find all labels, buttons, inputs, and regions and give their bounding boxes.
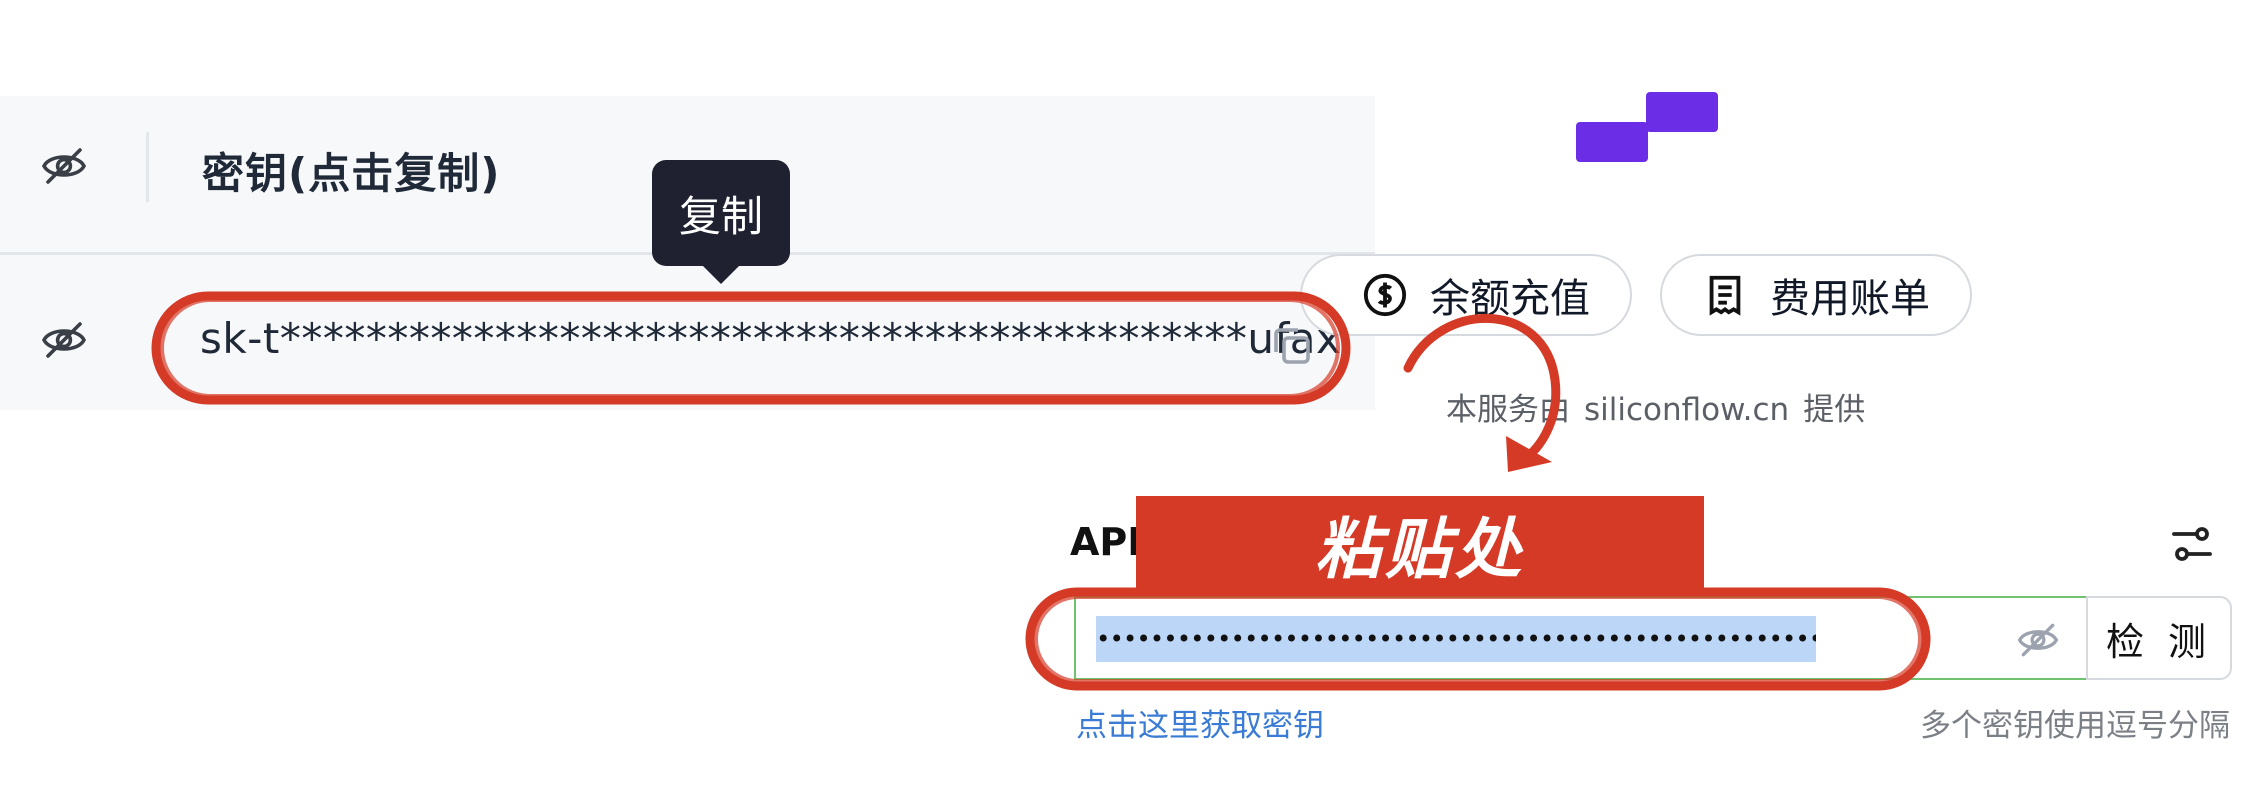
annotation-arrow-head: [1506, 436, 1552, 472]
get-key-link[interactable]: 点击这里获取密钥: [1076, 708, 1324, 744]
provider-domain: siliconflow.cn: [1584, 392, 1790, 428]
receipt-icon: [1709, 275, 1741, 316]
eye-off-icon[interactable]: [2016, 618, 2060, 662]
eye-off-icon[interactable]: [40, 316, 88, 364]
dollar-icon: [1363, 273, 1407, 317]
api-key-field-label: API: [1070, 520, 1142, 564]
recharge-label: 余额充值: [1430, 276, 1590, 322]
key-column-header: 密钥(点击复制): [202, 149, 501, 198]
recharge-button[interactable]: 余额充值: [1300, 254, 1632, 336]
copy-icon[interactable]: [1268, 322, 1316, 370]
multi-key-hint: 多个密钥使用逗号分隔: [1920, 708, 2230, 744]
api-key-input-wrapper: [1074, 596, 2086, 680]
provider-prefix: 本服务由: [1446, 392, 1570, 428]
billing-label: 费用账单: [1770, 276, 1930, 322]
api-key-input[interactable]: [1096, 616, 1816, 662]
provider-note: 本服务由 siliconflow.cn 提供: [1446, 384, 1865, 429]
paste-here-annotation: 粘贴处: [1136, 496, 1704, 592]
provider-suffix: 提供: [1803, 392, 1866, 428]
settings-sliders-icon[interactable]: [2168, 520, 2216, 568]
eye-off-icon[interactable]: [40, 142, 88, 190]
detect-button[interactable]: 检 测: [2086, 596, 2232, 680]
brand-logo: [1576, 92, 1718, 162]
billing-button[interactable]: 费用账单: [1660, 254, 1972, 336]
api-key-value[interactable]: sk-t************************************…: [200, 314, 1342, 363]
copy-tooltip: 复制: [652, 160, 790, 284]
column-divider: [146, 132, 149, 202]
